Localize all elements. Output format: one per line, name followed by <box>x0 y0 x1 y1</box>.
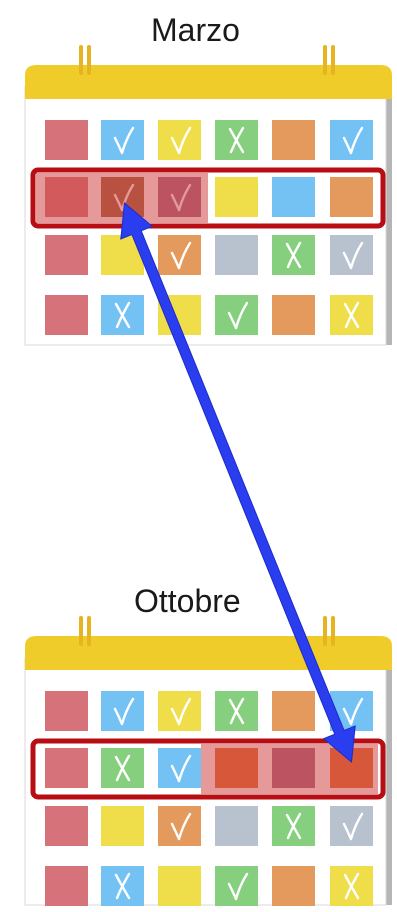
week-highlight-frame <box>30 167 386 229</box>
check-mark-icon <box>342 812 364 841</box>
day-cell <box>330 177 373 217</box>
cross-mark-icon <box>343 301 360 329</box>
selection-shade <box>36 173 208 223</box>
day-cell <box>45 691 88 731</box>
day-cell <box>272 295 315 335</box>
binding-ring-icon <box>87 616 91 646</box>
binding-ring-icon <box>323 616 327 646</box>
calendar-title-october: Ottobre <box>134 583 241 619</box>
cross-mark-icon <box>285 241 302 269</box>
check-mark-icon <box>342 126 364 155</box>
day-cell <box>101 806 144 846</box>
double-arrow-icon <box>120 202 356 763</box>
check-mark-icon <box>342 697 364 726</box>
binding-ring-icon <box>79 45 83 75</box>
day-cell <box>45 235 88 275</box>
cross-mark-icon <box>114 754 131 782</box>
calendar-shadow <box>386 87 392 345</box>
day-cell <box>272 691 315 731</box>
check-mark-icon <box>170 241 192 270</box>
check-mark-icon <box>170 126 192 155</box>
day-cell <box>272 177 315 217</box>
day-cell <box>45 120 88 160</box>
day-cell <box>215 177 258 217</box>
calendar-shadow <box>386 658 392 905</box>
day-cell <box>45 748 88 788</box>
check-mark-icon <box>227 301 249 330</box>
cross-mark-icon <box>114 301 131 329</box>
binding-ring-icon <box>87 45 91 75</box>
day-cell <box>215 235 258 275</box>
day-cell <box>45 295 88 335</box>
check-mark-icon <box>342 241 364 270</box>
calendar-title-march: Marzo <box>151 12 240 48</box>
day-cell <box>272 120 315 160</box>
cross-mark-icon <box>228 697 245 725</box>
cross-mark-icon <box>114 872 131 900</box>
check-mark-icon <box>170 697 192 726</box>
binding-ring-icon <box>331 616 335 646</box>
day-cell <box>215 806 258 846</box>
binding-ring-icon <box>323 45 327 75</box>
check-mark-icon <box>227 872 249 901</box>
day-cell <box>272 866 315 906</box>
cross-mark-icon <box>228 126 245 154</box>
day-cell <box>45 806 88 846</box>
calendar-march <box>24 45 392 346</box>
day-cell <box>45 866 88 906</box>
check-mark-icon <box>170 754 192 783</box>
cross-mark-icon <box>285 812 302 840</box>
check-mark-icon <box>113 697 135 726</box>
binding-ring-icon <box>331 45 335 75</box>
week-highlight-frame <box>30 738 386 800</box>
day-cell <box>158 866 201 906</box>
binding-ring-icon <box>79 616 83 646</box>
cross-mark-icon <box>343 872 360 900</box>
check-mark-icon <box>113 126 135 155</box>
check-mark-icon <box>170 812 192 841</box>
calendar-binding-bar <box>25 65 392 99</box>
calendar-october <box>24 616 392 906</box>
